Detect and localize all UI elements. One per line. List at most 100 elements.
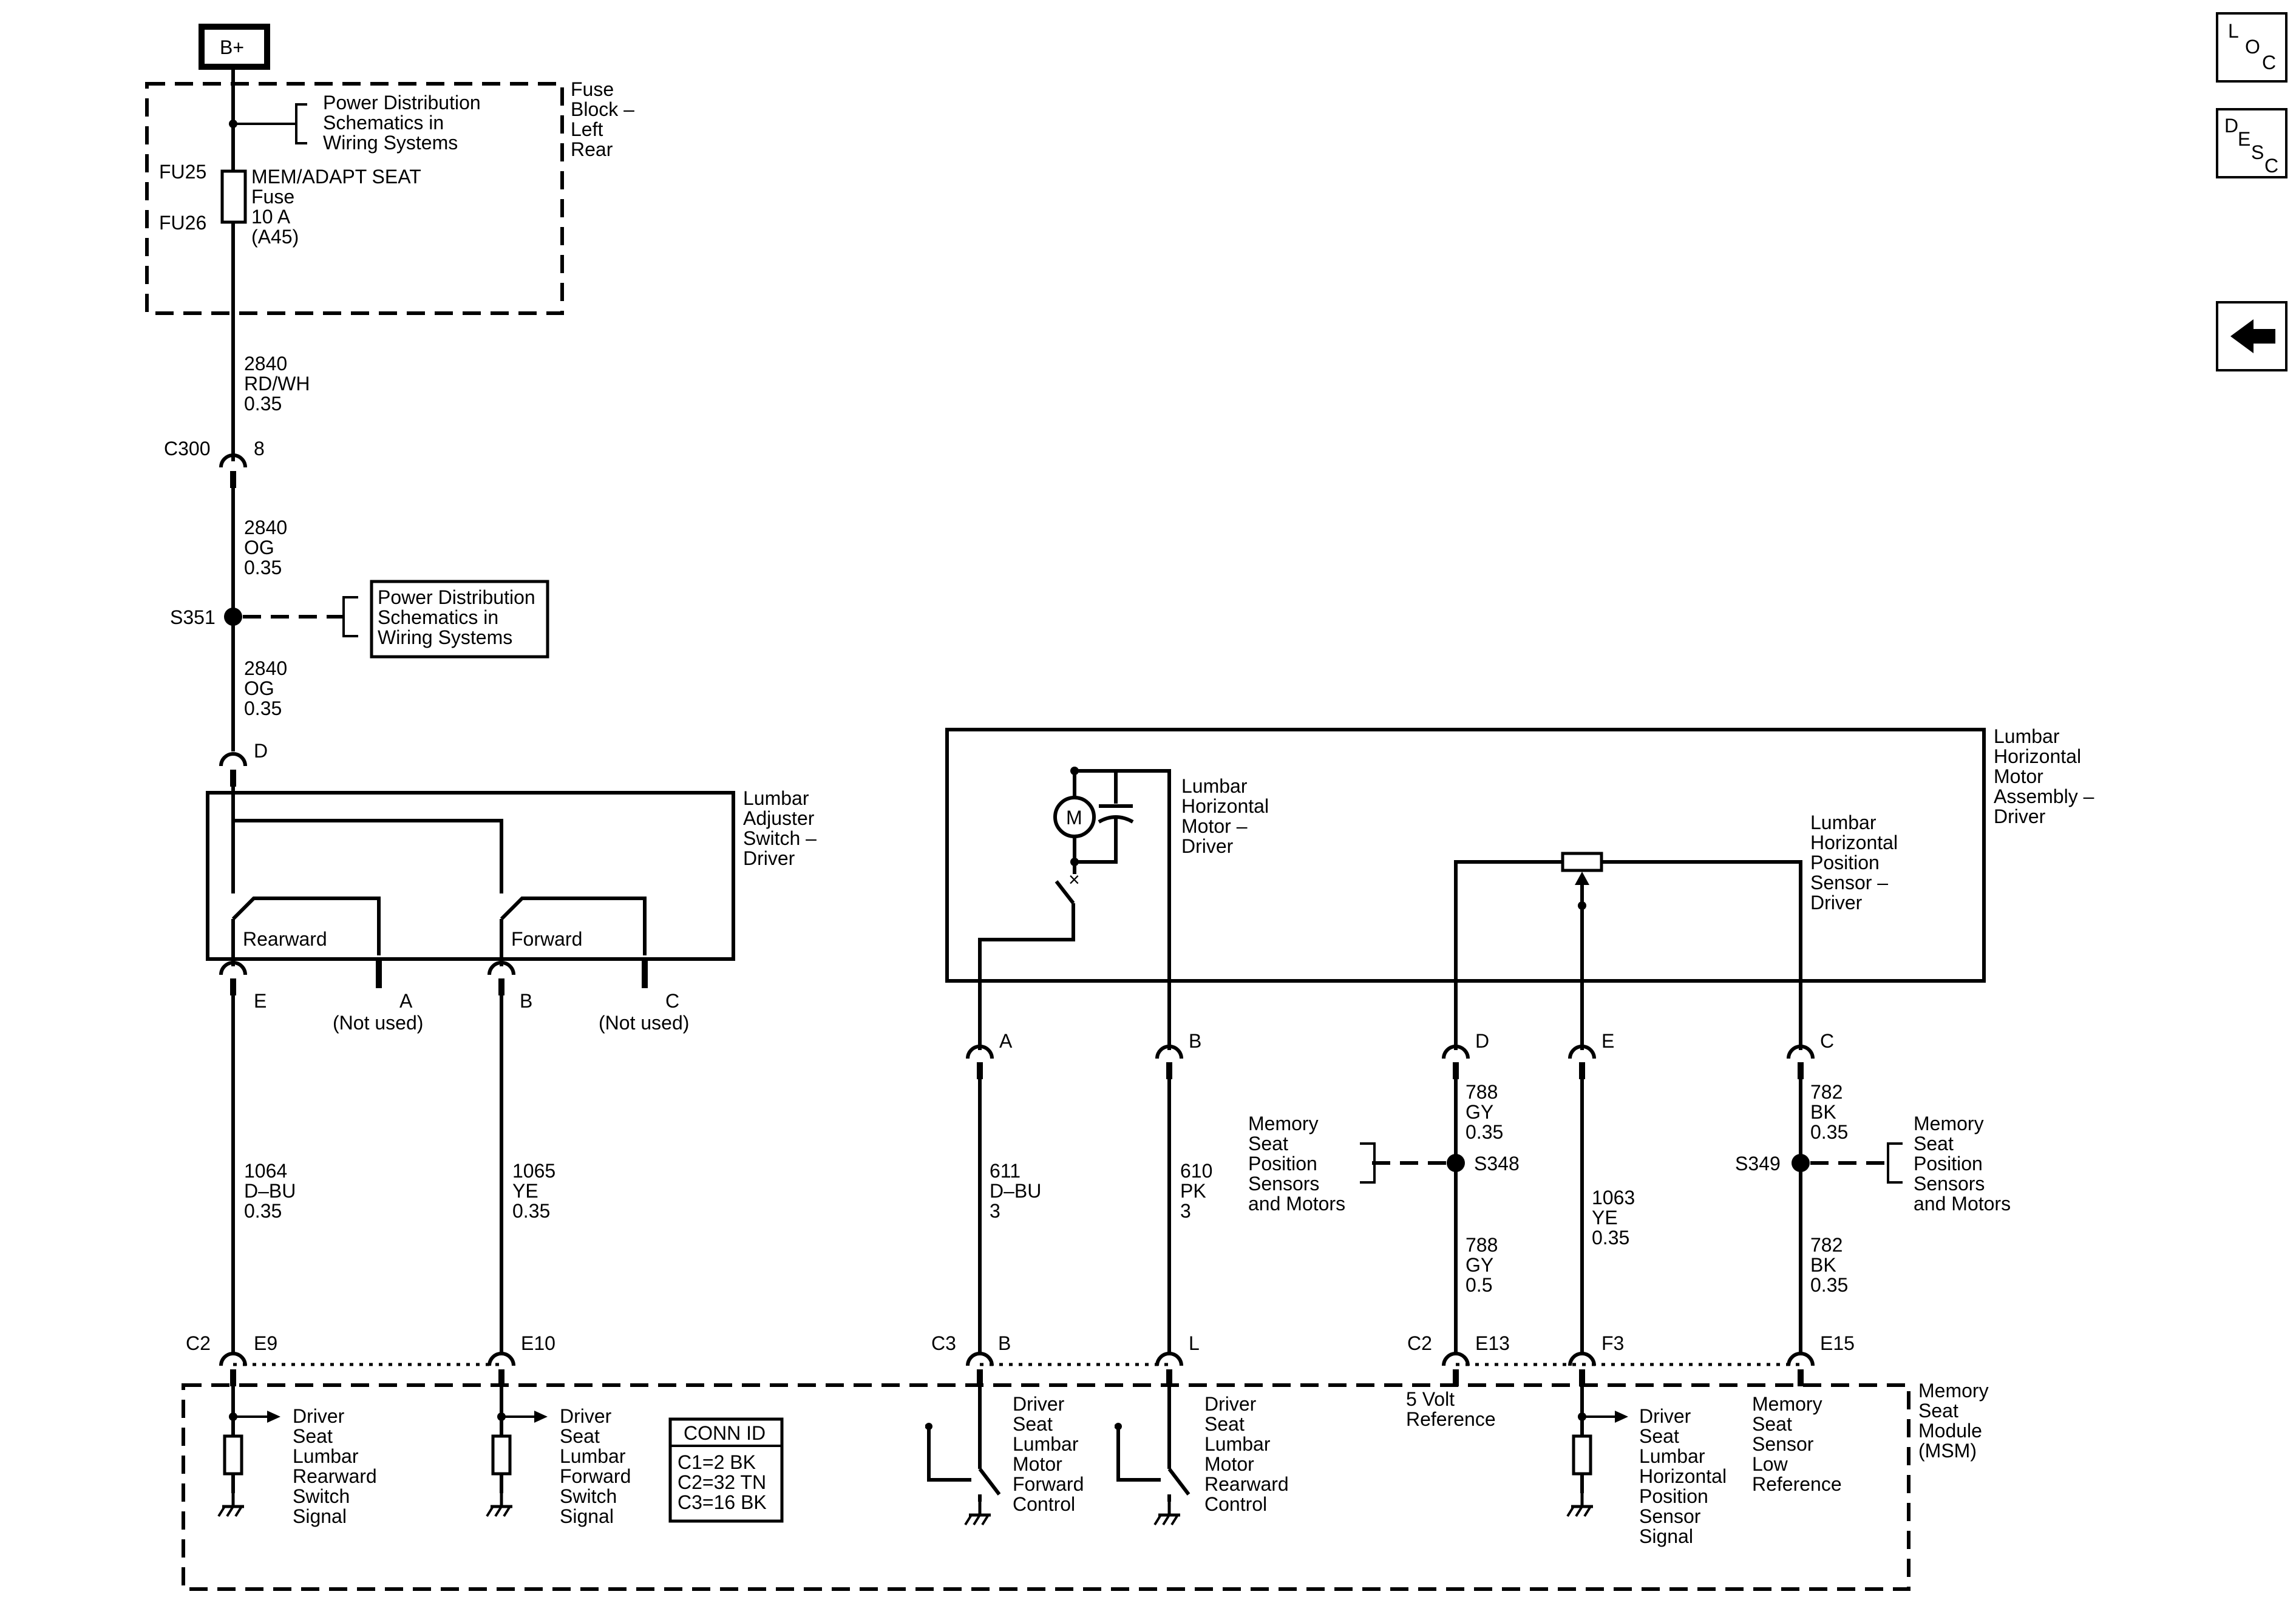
sensor-label-5: Driver bbox=[1810, 892, 1863, 914]
msm-e9-label: E9 bbox=[254, 1332, 277, 1354]
motor-fwd-4: Motor bbox=[1013, 1453, 1062, 1475]
sig-rearward-1: Driver bbox=[293, 1405, 345, 1427]
switch-label-3: Switch – bbox=[743, 827, 817, 849]
loc-button[interactable]: L O C bbox=[2216, 12, 2288, 83]
assembly-label-4: Assembly – bbox=[1994, 785, 2094, 807]
switch-pin-c: C bbox=[665, 990, 679, 1012]
w2840c-3: 0.35 bbox=[244, 697, 282, 719]
w788a-2: GY bbox=[1466, 1101, 1493, 1123]
connector-c300: C300 8 bbox=[164, 438, 265, 488]
fuse-line-2: Fuse bbox=[251, 186, 294, 208]
w788a-1: 788 bbox=[1466, 1081, 1498, 1103]
c300-pin: 8 bbox=[254, 438, 265, 459]
w2840b-1: 2840 bbox=[244, 517, 287, 538]
switch-label-2: Adjuster bbox=[743, 807, 815, 829]
sensor-sig-6: Sensor bbox=[1639, 1505, 1701, 1527]
w611-1: 611 bbox=[990, 1160, 1021, 1182]
sig-rearward-4: Rearward bbox=[293, 1465, 377, 1487]
w2840a-3: 0.35 bbox=[244, 393, 282, 415]
w2840c-1: 2840 bbox=[244, 657, 287, 679]
motor-label-2: Horizontal bbox=[1181, 795, 1269, 817]
s348-ref-3: Position bbox=[1248, 1153, 1317, 1175]
s351-ref-2: Schematics in bbox=[378, 606, 498, 628]
conn-id-c3: C3=16 BK bbox=[678, 1491, 767, 1513]
motor-symbol-label: M bbox=[1066, 807, 1082, 829]
sig-rearward-2: Seat bbox=[293, 1425, 333, 1447]
s349-ref-3: Position bbox=[1914, 1153, 1983, 1175]
fuse-line-3: 10 A bbox=[251, 206, 291, 228]
fuse-block-label-4: Rear bbox=[571, 138, 613, 160]
conn-id-title: CONN ID bbox=[684, 1422, 766, 1444]
s348-ref-2: Seat bbox=[1248, 1133, 1288, 1154]
msm-e15-label: E15 bbox=[1820, 1332, 1855, 1354]
s349-ref-2: Seat bbox=[1914, 1133, 1954, 1154]
sensor-sig-1: Driver bbox=[1639, 1405, 1691, 1427]
back-arrow-icon bbox=[2230, 319, 2275, 353]
w1064-2: D–BU bbox=[244, 1180, 296, 1202]
motor-rwd-2: Seat bbox=[1204, 1413, 1245, 1435]
w610-2: PK bbox=[1180, 1180, 1206, 1202]
motor-fwd-3: Lumbar bbox=[1013, 1433, 1079, 1455]
fu25-label: FU25 bbox=[159, 161, 206, 183]
rearward-label: Rearward bbox=[243, 928, 327, 950]
motor-label-4: Driver bbox=[1181, 835, 1234, 857]
battery-label: B+ bbox=[220, 36, 244, 58]
sensor-sig-3: Lumbar bbox=[1639, 1445, 1705, 1467]
fuse-block-label-3: Left bbox=[571, 118, 603, 140]
switch-pin-d: D bbox=[254, 740, 268, 762]
fuse-ref-line-3: Wiring Systems bbox=[323, 132, 458, 154]
w2840c-2: OG bbox=[244, 677, 274, 699]
motor-label-1: Lumbar bbox=[1181, 775, 1248, 797]
fuse-line-1: MEM/ADAPT SEAT bbox=[251, 166, 421, 188]
w782b-2: BK bbox=[1810, 1254, 1836, 1276]
sig-rearward-5: Switch bbox=[293, 1485, 350, 1507]
sig-rearward-6: Signal bbox=[293, 1505, 347, 1527]
sensor-sig-5: Position bbox=[1639, 1485, 1708, 1507]
low-ref-2: Seat bbox=[1752, 1413, 1792, 1435]
motor-fwd-6: Control bbox=[1013, 1493, 1075, 1515]
low-ref-3: Sensor bbox=[1752, 1433, 1814, 1455]
sig-forward-3: Lumbar bbox=[560, 1445, 626, 1467]
w2840b-2: OG bbox=[244, 537, 274, 558]
assembly-label-5: Driver bbox=[1994, 805, 2046, 827]
switch-label-4: Driver bbox=[743, 847, 795, 869]
low-ref-5: Reference bbox=[1752, 1473, 1842, 1495]
sig-forward-6: Signal bbox=[560, 1505, 614, 1527]
switch-not-used-a: (Not used) bbox=[333, 1012, 423, 1034]
msm-c3-label: C3 bbox=[931, 1332, 956, 1354]
desc-letter-s: S bbox=[2251, 141, 2264, 163]
msm-c2b-label: C2 bbox=[1407, 1332, 1432, 1354]
motor-pin-c: C bbox=[1820, 1030, 1834, 1052]
s348-ref-5: and Motors bbox=[1248, 1193, 1345, 1215]
s351-ref-3: Wiring Systems bbox=[378, 626, 512, 648]
switch-pin-b: B bbox=[520, 990, 532, 1012]
w1065-1: 1065 bbox=[512, 1160, 555, 1182]
fuse-line-4: (A45) bbox=[251, 226, 299, 248]
msm-label-4: (MSM) bbox=[1918, 1440, 1977, 1462]
switch-label-1: Lumbar bbox=[743, 787, 809, 809]
five-volt-1: 5 Volt bbox=[1406, 1388, 1455, 1410]
five-volt-2: Reference bbox=[1406, 1408, 1496, 1430]
forward-label: Forward bbox=[511, 928, 582, 950]
motor-rwd-3: Lumbar bbox=[1204, 1433, 1271, 1455]
msm-c2-label: C2 bbox=[186, 1332, 211, 1354]
sig-rearward-3: Lumbar bbox=[293, 1445, 359, 1467]
w2840a-1: 2840 bbox=[244, 353, 287, 375]
s349-ref-5: and Motors bbox=[1914, 1193, 2011, 1215]
desc-button[interactable]: D E S C bbox=[2216, 108, 2288, 178]
splice-s348: S348 Memory Seat Position Sensors and Mo… bbox=[1248, 1113, 1520, 1215]
switch-pin-a: A bbox=[399, 990, 413, 1012]
w1064-1: 1064 bbox=[244, 1160, 287, 1182]
msm-label-3: Module bbox=[1918, 1420, 1982, 1442]
motor-pin-a: A bbox=[999, 1030, 1013, 1052]
assembly-label-1: Lumbar bbox=[1994, 725, 2060, 747]
w788b-2: GY bbox=[1466, 1254, 1493, 1276]
s351-ref-1: Power Distribution bbox=[378, 586, 535, 608]
switch-pin-e: E bbox=[254, 990, 267, 1012]
s348-ref-4: Sensors bbox=[1248, 1173, 1319, 1195]
w782a-3: 0.35 bbox=[1810, 1121, 1848, 1143]
w782b-1: 782 bbox=[1810, 1234, 1843, 1256]
back-button[interactable] bbox=[2216, 301, 2288, 371]
msm-label-1: Memory bbox=[1918, 1380, 1989, 1402]
